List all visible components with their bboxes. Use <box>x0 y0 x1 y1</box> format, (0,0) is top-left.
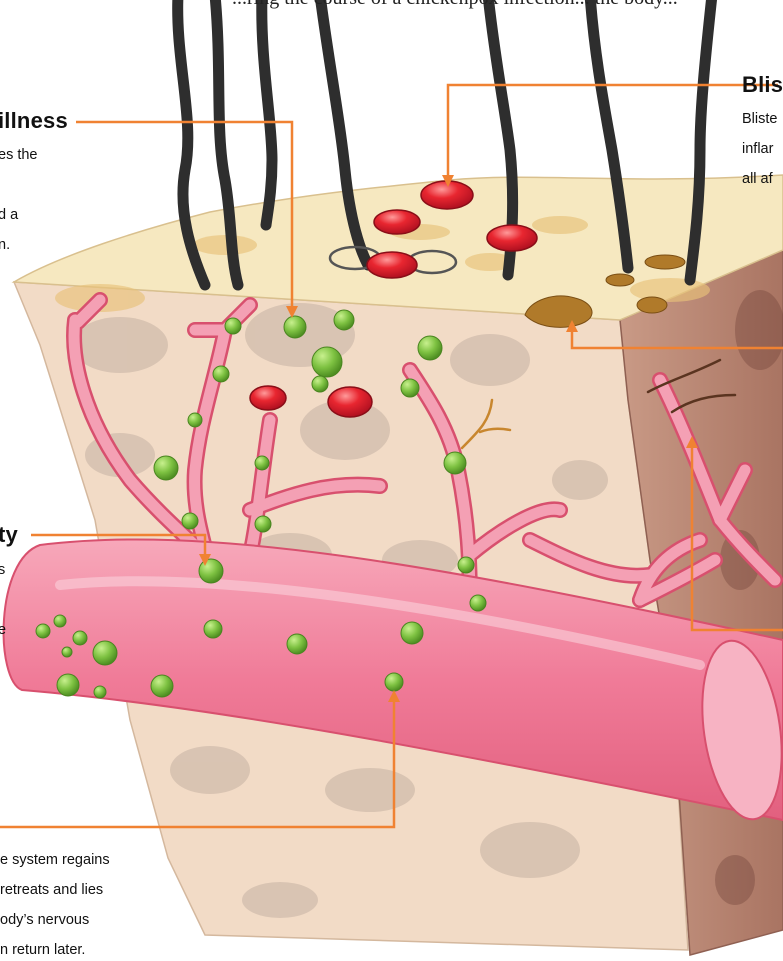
illness-line: es the <box>0 140 38 170</box>
immunity-title: ty <box>0 522 18 548</box>
virus-particle <box>444 452 466 474</box>
blister-line: Bliste <box>742 104 777 134</box>
illness-line <box>0 170 38 200</box>
blister-text: Bliste inflar all af <box>742 104 777 194</box>
virus-particle <box>54 615 66 627</box>
virus-particle <box>73 631 87 645</box>
illness-title: illness <box>0 108 68 134</box>
virus-particle <box>334 310 354 330</box>
virus-particle <box>470 595 486 611</box>
virus-particle <box>151 675 173 697</box>
latency-line: ody’s nervous <box>0 905 110 935</box>
blister-line: inflar <box>742 134 777 164</box>
latency-line: e system regains <box>0 845 110 875</box>
virus-particle <box>213 366 229 382</box>
virus-particle <box>458 557 474 573</box>
blister <box>328 387 372 417</box>
blister-line: all af <box>742 164 777 194</box>
virus-particle <box>62 647 72 657</box>
virus-particle <box>36 624 50 638</box>
virus-particle <box>255 516 271 532</box>
immunity-line <box>0 585 6 615</box>
virus-particle <box>312 347 342 377</box>
virus-particle <box>182 513 198 529</box>
virus-particle <box>255 456 269 470</box>
virus-particle <box>188 413 202 427</box>
blister <box>250 386 286 410</box>
virus-particle <box>418 336 442 360</box>
scab <box>637 297 667 313</box>
blister <box>421 181 473 209</box>
immunity-text: s e <box>0 555 6 645</box>
blister <box>374 210 420 234</box>
illness-line: d a <box>0 200 38 230</box>
virus-particle <box>401 379 419 397</box>
virus-particle <box>284 316 306 338</box>
virus-particle <box>401 622 423 644</box>
illness-text: es the d a n. <box>0 140 38 260</box>
virus-particle <box>93 641 117 665</box>
scab <box>606 274 634 286</box>
blister <box>367 252 417 278</box>
immunity-line: s <box>0 555 6 585</box>
virus-particle <box>154 456 178 480</box>
latency-line: retreats and lies <box>0 875 110 905</box>
top-caption: ...ring the course of a chickenpox infec… <box>232 0 678 10</box>
virus-particle <box>199 559 223 583</box>
immunity-line: e <box>0 615 6 645</box>
virus-particle <box>225 318 241 334</box>
illness-line: n. <box>0 230 38 260</box>
virus-particle <box>287 634 307 654</box>
virus-particle <box>204 620 222 638</box>
scab <box>645 255 685 269</box>
blister <box>487 225 537 251</box>
virus-particle <box>57 674 79 696</box>
virus-particle <box>385 673 403 691</box>
hair <box>262 0 272 225</box>
virus-particle <box>94 686 106 698</box>
latency-line: n return later. <box>0 935 110 961</box>
blister-title: Blis <box>742 72 783 98</box>
latency-text: e system regains retreats and lies ody’s… <box>0 845 110 961</box>
virus-particle <box>312 376 328 392</box>
